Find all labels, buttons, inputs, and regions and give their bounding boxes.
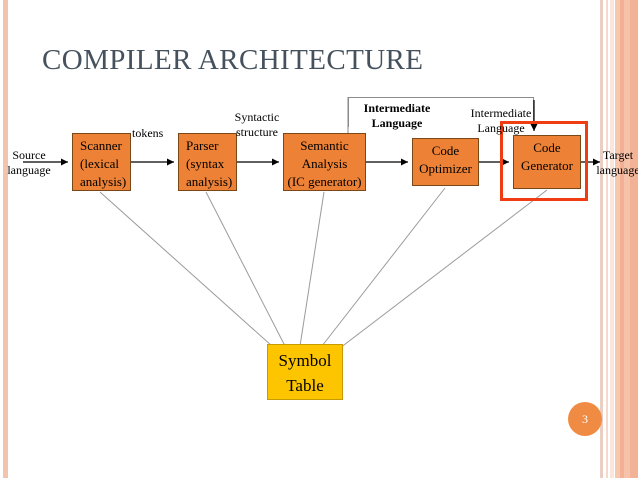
- label-intermediate-language-secondary: Intermediate Language: [456, 106, 546, 136]
- stage-box-semantic-analysis[interactable]: Semantic Analysis (IC generator): [283, 133, 366, 191]
- label-line: language: [7, 163, 51, 177]
- stage-box-code-generator[interactable]: Code Generator: [513, 135, 581, 189]
- label-line: Intermediate: [363, 101, 431, 115]
- stage-line: Generator: [521, 158, 573, 173]
- stage-box-parser[interactable]: Parser (syntax analysis): [178, 133, 237, 191]
- code-generator-highlight-rectangle: [500, 121, 588, 201]
- stage-line: analysis): [80, 174, 127, 189]
- stage-line: Scanner: [80, 138, 122, 153]
- label-source-language: Source language: [2, 148, 56, 178]
- label-line: Language: [477, 121, 525, 135]
- right-edge-stripe-3: [610, 0, 614, 478]
- stage-line: Code: [431, 143, 460, 158]
- label-line: Target: [602, 148, 634, 162]
- symbol-table-line: Table: [286, 376, 324, 395]
- label-intermediate-language-primary: Intermediate Language: [352, 101, 442, 131]
- label-syntactic-structure: Syntactic structure: [228, 110, 286, 140]
- symbol-table-line: Symbol: [278, 351, 332, 370]
- right-edge-stripe-5: [620, 0, 624, 478]
- left-edge-stripe: [3, 0, 8, 478]
- right-edge-stripe-6: [624, 0, 630, 478]
- stage-line: (IC generator): [287, 174, 362, 189]
- right-edge-stripe-1: [600, 0, 603, 478]
- stage-line: Code: [533, 140, 561, 155]
- stage-box-code-optimizer[interactable]: Code Optimizer: [412, 138, 479, 186]
- stage-line: Analysis: [301, 156, 348, 171]
- label-tokens: tokens: [132, 126, 164, 140]
- label-target-language: Target language: [594, 148, 638, 178]
- label-line: Language: [371, 116, 423, 130]
- stage-line: (syntax: [186, 156, 225, 171]
- label-line: Intermediate: [470, 106, 532, 120]
- label-line: Syntactic: [234, 110, 280, 124]
- symbol-table-box[interactable]: Symbol Table: [267, 344, 343, 400]
- right-edge-stripe-4: [615, 0, 620, 478]
- page-number-badge: 3: [568, 402, 602, 436]
- stage-line: Semantic: [300, 138, 349, 153]
- right-edge-stripe-7: [630, 0, 638, 478]
- label-line: structure: [236, 125, 278, 139]
- stage-line: (lexical: [80, 156, 119, 171]
- label-line: language: [596, 163, 638, 177]
- stage-line: Parser: [186, 138, 219, 153]
- label-line: Source: [12, 148, 46, 162]
- stage-line: analysis): [186, 174, 233, 189]
- stage-line: Optimizer: [419, 161, 472, 176]
- page-title: COMPILER ARCHITECTURE: [42, 44, 424, 76]
- right-edge-stripe-2: [606, 0, 608, 478]
- stage-box-scanner[interactable]: Scanner (lexical analysis): [72, 133, 131, 191]
